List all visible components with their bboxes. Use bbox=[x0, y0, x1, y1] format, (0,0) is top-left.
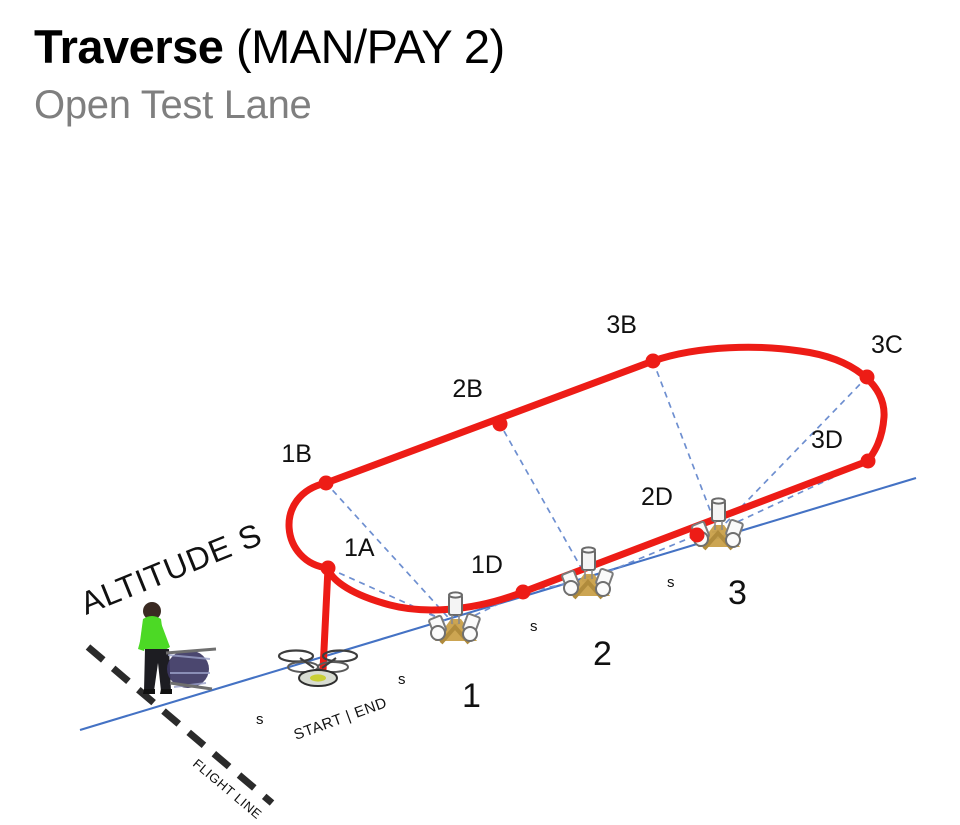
spacing-mark: s bbox=[256, 711, 264, 728]
station-2-target bbox=[559, 545, 616, 600]
waypoint-label: 1B bbox=[281, 440, 312, 468]
station-labels-group: 1 2 3 bbox=[462, 574, 747, 715]
waypoint-label: 1D bbox=[471, 551, 503, 579]
flight-line-dashed bbox=[85, 644, 275, 806]
diagram-canvas: FLIGHT LINE bbox=[75, 311, 917, 822]
test-lane-diagram: FLIGHT LINE bbox=[0, 195, 960, 825]
start-end-label: START | END bbox=[292, 694, 390, 743]
station-label-3: 3 bbox=[728, 574, 747, 612]
waypoint-dot bbox=[645, 353, 661, 369]
drone-icon bbox=[277, 649, 359, 688]
waypoint-dot bbox=[320, 560, 336, 576]
station-label-2: 2 bbox=[593, 635, 612, 673]
waypoint-label: 3B bbox=[606, 311, 637, 339]
waypoints-group: 1A 1B 1D 2B 2D bbox=[281, 311, 903, 600]
waypoint-dot bbox=[515, 584, 531, 600]
waypoint-label: 2D bbox=[641, 483, 673, 511]
waypoint-label: 2B bbox=[452, 375, 483, 403]
spacing-marks-group: s s s s bbox=[256, 574, 675, 728]
page-title-qualifier: (MAN/PAY 2) bbox=[235, 20, 505, 73]
page-title: Traverse (MAN/PAY 2) bbox=[34, 22, 914, 71]
waypoint-dot bbox=[492, 416, 508, 432]
sight-line-2b bbox=[499, 423, 589, 581]
waypoint-label: 3D bbox=[811, 426, 843, 454]
waypoint-3b[interactable]: 3B bbox=[606, 311, 661, 369]
waypoint-2b[interactable]: 2B bbox=[452, 375, 508, 432]
waypoint-dot bbox=[860, 453, 876, 469]
sight-line-3b bbox=[652, 360, 719, 532]
waypoint-dot bbox=[859, 369, 875, 385]
pilot-operator-icon bbox=[136, 600, 218, 696]
waypoint-dot bbox=[689, 527, 705, 543]
waypoint-1d[interactable]: 1D bbox=[471, 551, 531, 600]
waypoint-label: 3C bbox=[871, 331, 903, 359]
waypoint-label: 1A bbox=[344, 534, 375, 562]
spacing-mark: s bbox=[398, 671, 406, 688]
page-subtitle: Open Test Lane bbox=[34, 83, 312, 128]
waypoint-3d[interactable]: 3D bbox=[811, 426, 876, 469]
sight-line-2d bbox=[587, 534, 698, 581]
spacing-mark: s bbox=[530, 618, 538, 635]
page-title-main: Traverse bbox=[34, 20, 224, 73]
slide-header: Traverse (MAN/PAY 2) Open Test Lane bbox=[34, 22, 914, 128]
waypoint-2d[interactable]: 2D bbox=[641, 483, 705, 543]
waypoint-1b[interactable]: 1B bbox=[281, 440, 334, 491]
waypoint-1a[interactable]: 1A bbox=[320, 534, 375, 576]
spacing-mark: s bbox=[667, 574, 675, 591]
sight-line-1b bbox=[325, 482, 456, 626]
flight-path-loop bbox=[285, 343, 888, 614]
waypoint-dot bbox=[318, 475, 334, 491]
station-label-1: 1 bbox=[462, 677, 481, 715]
waypoint-3c[interactable]: 3C bbox=[859, 331, 903, 385]
altitude-label: ALTITUDE S bbox=[75, 516, 267, 622]
